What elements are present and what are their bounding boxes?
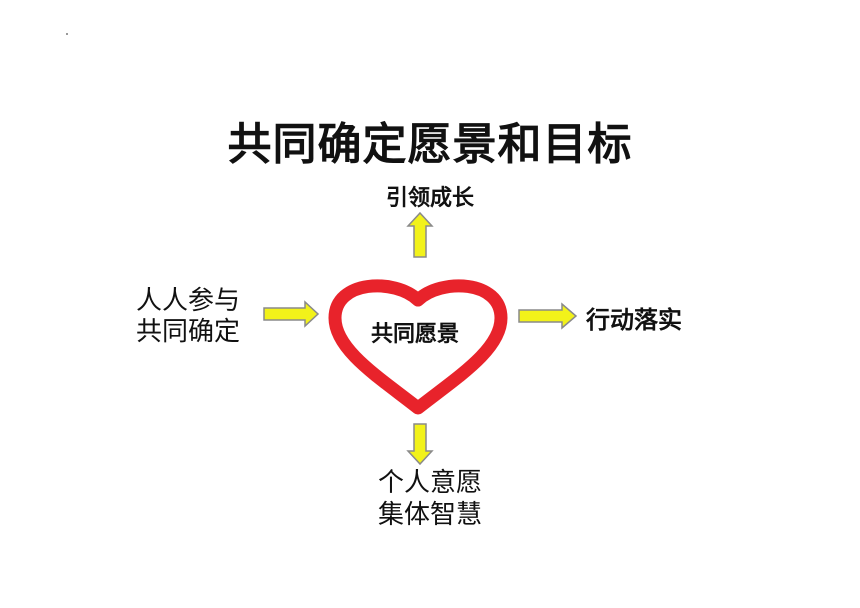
center-label: 共同愿景 (370, 322, 459, 347)
bottom-label-line1: 个人意愿 (377, 468, 482, 498)
top-label: 引领成长 (385, 186, 474, 211)
right-label: 行动落实 (586, 306, 682, 334)
heart-shape (328, 279, 508, 415)
bottom-label-line2: 集体智慧 (377, 500, 482, 530)
page-title: 共同确定愿景和目标 (227, 119, 633, 170)
left-arrow (263, 300, 320, 328)
right-arrow (518, 302, 578, 330)
left-label-line2: 共同确定 (136, 317, 241, 347)
left-label: 人人参与 共同确定 (136, 286, 240, 348)
bottom-label: 个人意愿 集体智慧 (330, 467, 530, 531)
up-arrow (406, 211, 434, 258)
down-arrow (406, 423, 434, 466)
decorative-dot (66, 33, 68, 35)
left-label-line1: 人人参与 (136, 286, 241, 316)
